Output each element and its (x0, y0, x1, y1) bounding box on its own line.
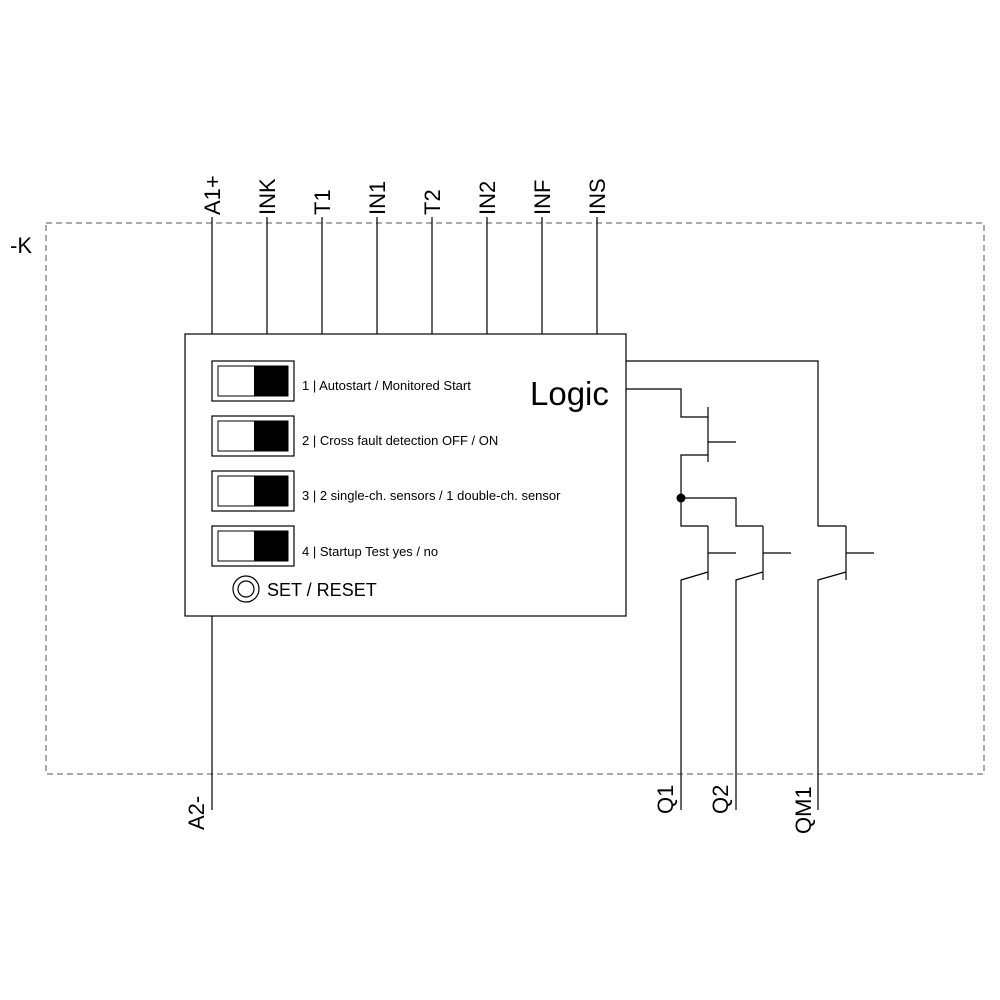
terminal-label-ins: INS (585, 178, 610, 215)
terminal-label-a2: A2- (184, 796, 209, 830)
logic-label: Logic (530, 375, 609, 412)
terminal-label-in1: IN1 (365, 181, 390, 215)
set-reset-outer-ring (232, 575, 260, 603)
terminal-label-q2: Q2 (708, 785, 733, 814)
terminal-label-t2: T2 (420, 189, 445, 215)
terminal-label-in2: IN2 (475, 181, 500, 215)
wire-logic-to-control-transistor (626, 388, 708, 418)
wire-control-to-junction (680, 454, 708, 498)
dip-switch-lever (254, 531, 288, 561)
wire-q1-output (680, 571, 709, 810)
set-reset-inner-ring (237, 580, 255, 598)
terminal-label-a1: A1+ (200, 175, 225, 215)
terminal-label-qm1: QM1 (791, 786, 816, 834)
dip-switch-3[interactable] (211, 470, 295, 512)
dip-switch-4-label: 4 | Startup Test yes / no (302, 544, 438, 559)
wire-junction-to-q2 (681, 497, 763, 527)
wire-logic-to-qm1 (626, 360, 846, 527)
wire-q2-output (735, 571, 764, 810)
wire-junction-to-q1 (680, 498, 708, 527)
terminal-label-q1: Q1 (653, 785, 678, 814)
dip-switch-4[interactable] (211, 525, 295, 567)
set-reset-label: SET / RESET (267, 580, 377, 600)
dip-switch-lever (254, 476, 288, 506)
device-tag: -K (10, 233, 32, 258)
dip-switch-3-label: 3 | 2 single-ch. sensors / 1 double-ch. … (302, 488, 561, 503)
dip-switch-1[interactable] (211, 360, 295, 402)
dip-switch-lever (254, 421, 288, 451)
dip-switch-2[interactable] (211, 415, 295, 457)
device-enclosure (45, 222, 985, 775)
wire-qm1-output (817, 571, 847, 810)
logic-block (184, 333, 627, 617)
terminal-label-inf: INF (530, 180, 555, 215)
dip-switch-frame (211, 360, 295, 402)
dip-switch-frame (211, 525, 295, 567)
terminal-label-ink: INK (255, 178, 280, 215)
dip-switch-1-label: 1 | Autostart / Monitored Start (302, 378, 471, 393)
top-terminal-labels: A1+ INK T1 IN1 T2 IN2 INF INS (200, 175, 610, 215)
top-terminal-wires (211, 217, 598, 334)
dip-switch-frame (211, 415, 295, 457)
set-reset-button[interactable] (232, 575, 260, 603)
dip-switch-2-label: 2 | Cross fault detection OFF / ON (302, 433, 498, 448)
dip-switch-frame (211, 470, 295, 512)
terminal-label-t1: T1 (310, 189, 335, 215)
dip-switch-lever (254, 366, 288, 396)
bottom-terminal-labels: A2- Q1 Q2 QM1 (184, 785, 816, 834)
